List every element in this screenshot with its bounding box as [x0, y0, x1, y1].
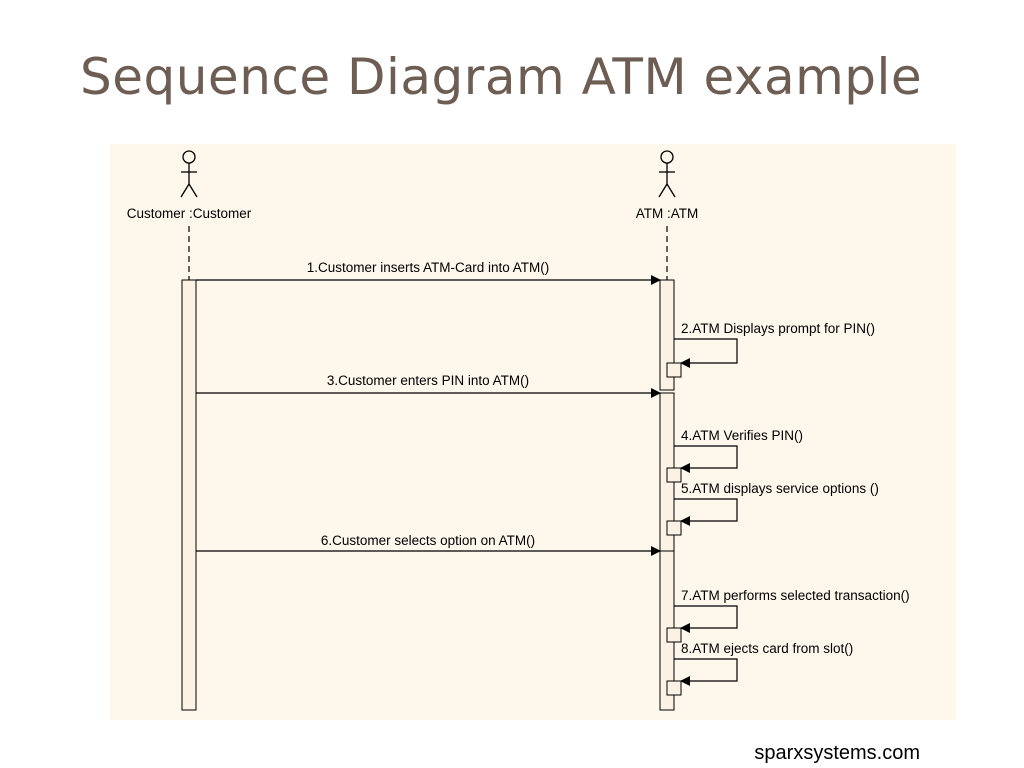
message-8-label: 8.ATM ejects card from slot(): [681, 641, 853, 656]
activation-customer: [181, 279, 197, 711]
message-5-arrow: [674, 498, 738, 526]
message-4-label: 4.ATM Verifies PIN(): [681, 428, 803, 443]
message-7-arrow: [674, 605, 738, 633]
diagram-canvas: Customer :Customer ATM :ATM 1.Customer i…: [127, 150, 910, 711]
lifeline-label-customer: Customer :Customer: [127, 206, 252, 221]
message-4-arrow: [674, 445, 738, 473]
message-2-label: 2.ATM Displays prompt for PIN(): [681, 321, 875, 336]
message-1-label: 1.Customer inserts ATM-Card into ATM(): [307, 260, 550, 275]
message-7-activation: [666, 627, 682, 643]
slide-title: Sequence Diagram ATM example: [80, 48, 923, 106]
message-5-label: 5.ATM displays service options (): [681, 481, 879, 496]
message-2-activation: [666, 362, 682, 378]
message-7-label: 7.ATM performs selected transaction(): [681, 588, 910, 603]
message-3-label: 3.Customer enters PIN into ATM(): [327, 373, 529, 388]
customer-actor-icon: [180, 150, 198, 198]
message-5-activation: [666, 520, 682, 536]
source-credit: sparxsystems.com: [754, 742, 920, 764]
lifeline-label-atm: ATM :ATM: [636, 206, 699, 221]
message-8-arrow: [674, 658, 738, 686]
sequence-diagram: Customer :Customer ATM :ATM 1.Customer i…: [110, 144, 956, 720]
message-8-activation: [666, 680, 682, 696]
message-6-label: 6.Customer selects option on ATM(): [321, 533, 535, 548]
message-2-arrow: [674, 338, 738, 368]
atm-actor-icon: [658, 150, 676, 198]
message-4-activation: [666, 467, 682, 483]
